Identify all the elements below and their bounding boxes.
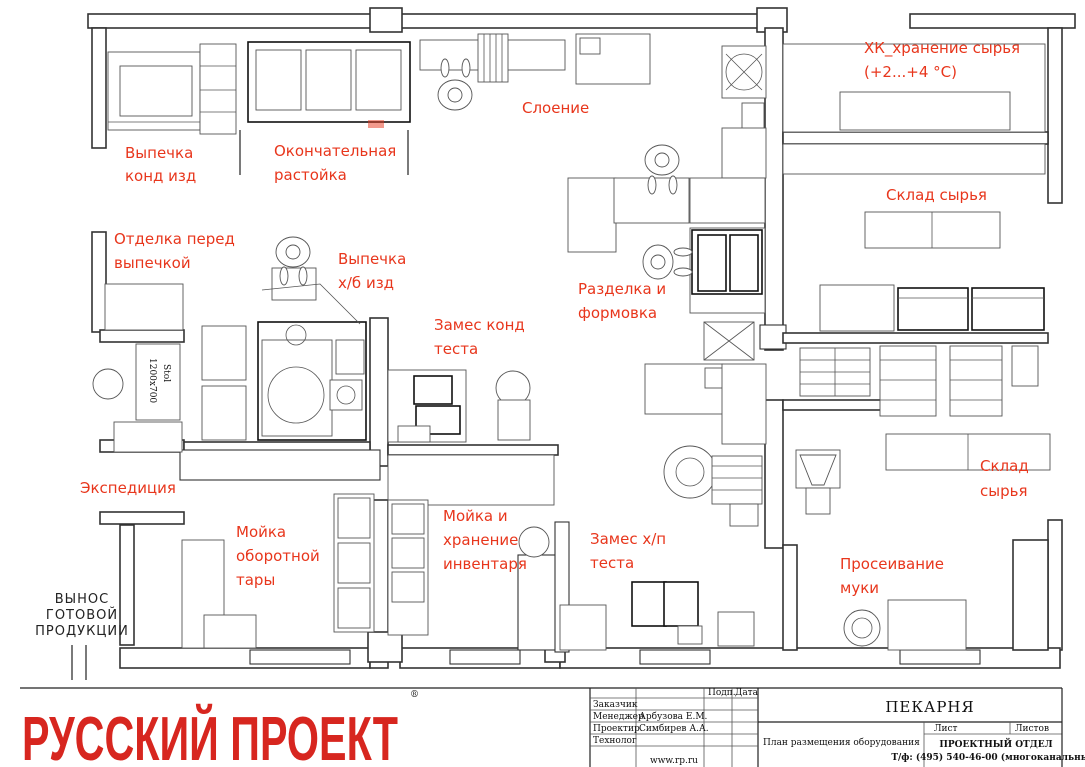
label-otdelka-2: выпечкой [114,254,191,272]
label-razdelka-1: Разделка и [578,280,666,298]
label-moyka-inv-1: Мойка и [443,507,508,525]
label-vynos-3: ПРОДУКЦИИ [35,624,129,639]
label-vypechka-hb-2: х/б изд [338,274,394,292]
row-role-2: Проектир. [593,724,643,734]
svg-text:1200x700: 1200x700 [147,358,157,403]
label-moyka-tary-3: тары [236,571,275,589]
label-vypechka-hb-1: Выпечка [338,250,406,268]
row-role-3: Технолог [593,736,637,746]
sheet-title: План размещения оборудования [763,737,920,748]
label-vypechka-kond-1: Выпечка [125,144,193,162]
label-moyka-inv-2: хранение [443,531,518,549]
cell-list: Лист [934,724,958,734]
label-razdelka-2: формовка [578,304,657,322]
col-podp: Подп. [708,688,736,698]
label-sklad-syrya-2b: сырья [980,482,1027,500]
equipment [71,33,1051,680]
label-proseivanie-1: Просеивание [840,555,944,573]
label-otdelka-1: Отделка перед [114,230,235,248]
website: www.rp.ru [650,756,698,766]
label-zames-hp-2: теста [590,554,634,572]
label-ekspediciya: Экспедиция [80,479,176,497]
department: ПРОЕКТНЫЙ ОТДЕЛ [939,737,1052,750]
label-zames-kond-1: Замес конд [434,316,525,334]
stol-label: Stol 1200x700 [147,358,171,403]
row-name-2: Симбирев А.А. [639,723,709,734]
svg-text:Stol: Stol [161,364,171,382]
label-vynos-2: ГОТОВОЙ [46,607,118,623]
label-hk-1: ХК_хранение сырья [864,39,1020,58]
project-title: ПЕКАРНЯ [885,698,974,716]
label-okonchatelnaya-2: растойка [274,166,347,184]
row-name-1: Арбузова Е.М. [639,711,708,722]
cell-listov: Листов [1015,724,1049,734]
label-vypechka-kond-2: конд изд [125,167,196,185]
pallets [799,345,1051,471]
label-moyka-tary-2: оборотной [236,547,320,565]
room-labels: Выпечка конд изд Окончательная растойка … [35,39,1029,639]
logo-registered: ® [410,690,419,700]
label-okonchatelnaya-1: Окончательная [274,142,396,160]
logo-russkiy-proekt: РУССКИЙ ПРОЕКТ [22,704,398,767]
label-sklad-syrya-1: Склад сырья [886,186,987,204]
row-role-1: Менеджер [593,712,644,722]
phone: Т/ф: (495) 540-46-00 (многоканальный) [891,752,1085,763]
label-zames-kond-2: теста [434,340,478,358]
label-sloenie: Слоение [522,99,589,117]
label-vynos-1: ВЫНОС [55,592,109,607]
row-role-0: Заказчик [593,700,638,710]
label-proseivanie-2: муки [840,579,879,597]
label-sklad-syrya-2a: Склад [980,457,1029,475]
title-block: РУССКИЙ ПРОЕКТ ® Подп. Дата Заказчик Мен… [0,687,1085,767]
label-moyka-inv-3: инвентаря [443,555,527,573]
label-hk-2: (+2...+4 °С) [864,63,957,81]
walls [87,7,1076,669]
label-moyka-tary-1: Мойка [236,523,286,541]
label-zames-hp-1: Замес х/п [590,530,666,548]
col-data: Дата [735,688,759,698]
